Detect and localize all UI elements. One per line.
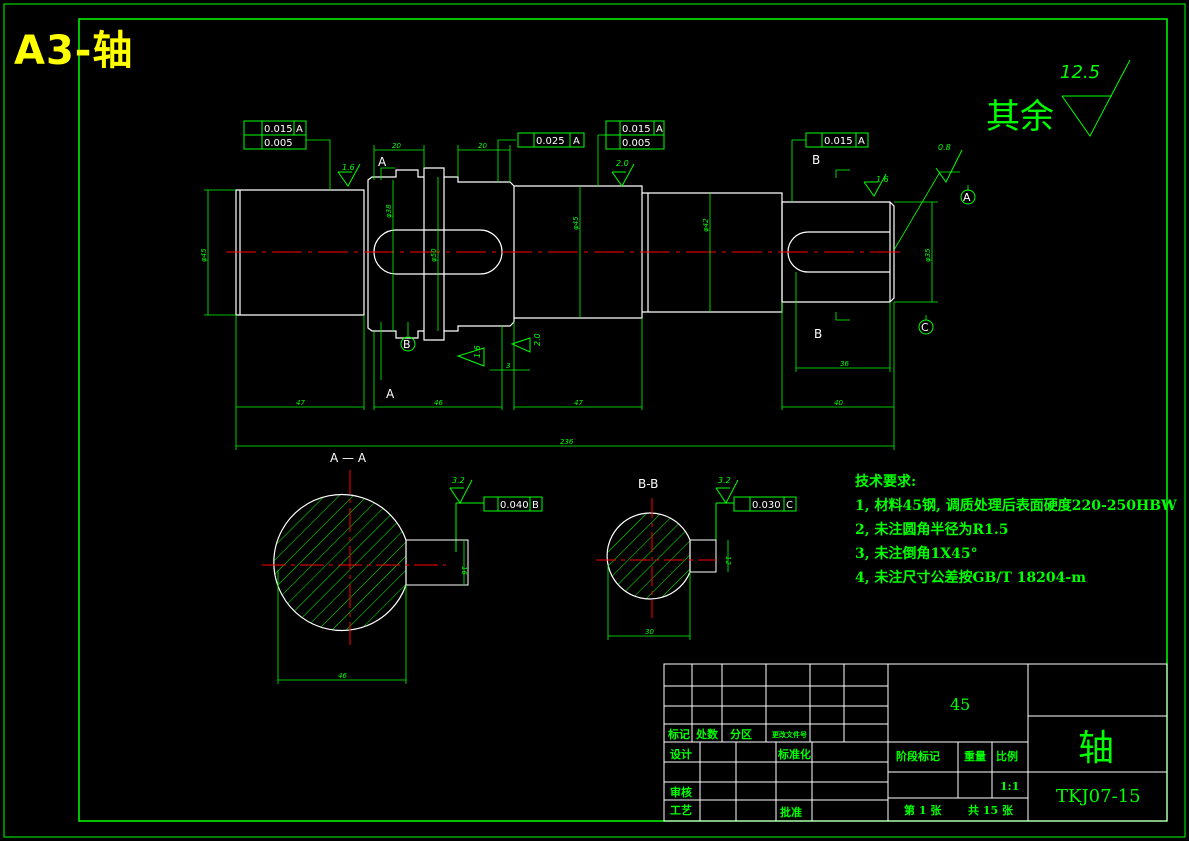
tol-runout-4: 0.015 [824, 136, 853, 147]
dim-sec-b-key: 12 [724, 556, 732, 565]
dim-dia-4: φ45 [572, 216, 580, 230]
tb-count: 处数 [695, 727, 719, 741]
tb-weight: 重量 [964, 749, 986, 763]
datum-c: C [921, 321, 929, 334]
roughness-r8: 3.2 [718, 476, 731, 485]
tolerance-frames [243, 120, 976, 512]
roughness-r1: 1.6 [342, 163, 355, 172]
tb-scale: 1:1 [1000, 780, 1019, 793]
roughness-r2: 1.6 [473, 345, 482, 358]
tech-item-3: 3, 未注倒角1X45° [855, 546, 978, 562]
tb-total: 共 15 张 [968, 803, 1014, 817]
tb-mark: 标记 [667, 727, 690, 741]
tol-datum-3: A [656, 124, 663, 135]
dim-top-1: 20 [392, 142, 401, 150]
roughness-r7: 3.2 [452, 476, 465, 485]
tol-sym-b-datum: B [532, 500, 539, 511]
inner-border [78, 18, 1168, 822]
dim-len-5: 36 [840, 360, 849, 368]
dim-dia-1: φ45 [200, 248, 208, 262]
dim-len-2: 46 [434, 399, 443, 407]
section-label-a-bottom: A [386, 387, 395, 401]
roughness-other-label: 其余 [986, 97, 1054, 137]
tb-sheet: 第 1 张 [904, 803, 942, 817]
tb-process: 工艺 [670, 803, 692, 817]
section-label-a-top: A [378, 155, 387, 169]
section-title-aa: A — A [330, 451, 367, 465]
roughness-other-value: 12.5 [1060, 62, 1100, 83]
roughness-symbols [337, 59, 1131, 552]
dim-len-1: 47 [296, 399, 305, 407]
tb-review: 审核 [670, 785, 692, 799]
datum-a: A [963, 191, 971, 204]
tol-sym-c-datum: C [786, 500, 793, 511]
dim-sec-a-width: 46 [338, 672, 347, 680]
tb-standardize: 标准化 [777, 747, 811, 761]
tol-datum-2: A [573, 136, 580, 147]
dim-top-2: 20 [478, 142, 487, 150]
dim-len-3: 47 [574, 399, 583, 407]
tb-part-name: 轴 [1078, 728, 1114, 769]
section-label-b-bottom: B [814, 327, 822, 341]
tol-cyl-3: 0.005 [622, 138, 651, 149]
datum-b: B [403, 338, 411, 351]
section-b-b [596, 498, 729, 640]
tol-runout-2: 0.025 [536, 136, 565, 147]
dim-dia-6: φ35 [924, 248, 932, 262]
title-block [663, 663, 1168, 822]
section-a-a [262, 470, 469, 684]
tol-cyl-1: 0.005 [264, 138, 293, 149]
tol-runout-3: 0.015 [622, 124, 651, 135]
dim-gap: 3 [506, 362, 510, 370]
section-title-bb: B-B [638, 477, 658, 491]
roughness-r4: 0.8 [938, 143, 951, 152]
shaft-view [235, 167, 895, 341]
dim-sec-b-width: 30 [645, 628, 654, 636]
tb-drawing-no: TKJ07-15 [1056, 786, 1141, 807]
outer-border [3, 3, 1186, 838]
tech-item-2: 2, 未注圆角半径为R1.5 [855, 522, 1009, 538]
tol-datum-1: A [296, 124, 303, 135]
tol-runout-1: 0.015 [264, 124, 293, 135]
roughness-r5: 1.6 [876, 175, 889, 184]
tb-change-doc: 更改文件号 [772, 730, 807, 739]
sheet-title: A3-轴 [14, 28, 134, 74]
tb-zone: 分区 [730, 727, 752, 741]
tech-item-4: 4, 未注尺寸公差按GB/T 18204-m [855, 570, 1087, 586]
tb-design: 设计 [670, 747, 692, 761]
section-label-b-top: B [812, 153, 820, 167]
dim-sec-a-key: 16 [460, 566, 468, 575]
dim-total: 236 [560, 438, 574, 446]
roughness-r3: 2.0 [616, 159, 629, 168]
dim-dia-5: φ42 [702, 218, 710, 232]
dim-len-4: 40 [834, 399, 843, 407]
tb-scale-label: 比例 [996, 749, 1018, 763]
tol-sym-b: 0.040 [500, 500, 529, 511]
roughness-r6: 2.0 [533, 333, 542, 346]
dim-dia-3: φ50 [430, 248, 438, 262]
tb-material: 45 [950, 695, 970, 714]
tech-item-1: 1, 材料45钢, 调质处理后表面硬度220-250HBW [855, 498, 1177, 514]
tol-sym-c: 0.030 [752, 500, 781, 511]
tb-stage-mark: 阶段标记 [896, 749, 940, 763]
dimension-lines [204, 134, 969, 450]
technical-requirements: 技术要求: 1, 材料45钢, 调质处理后表面硬度220-250HBW 2, 未… [855, 470, 1177, 590]
tol-datum-4: A [858, 136, 865, 147]
dim-dia-2: φ38 [385, 204, 393, 218]
tb-approve: 批准 [780, 805, 802, 819]
tech-title: 技术要求: [855, 474, 917, 490]
